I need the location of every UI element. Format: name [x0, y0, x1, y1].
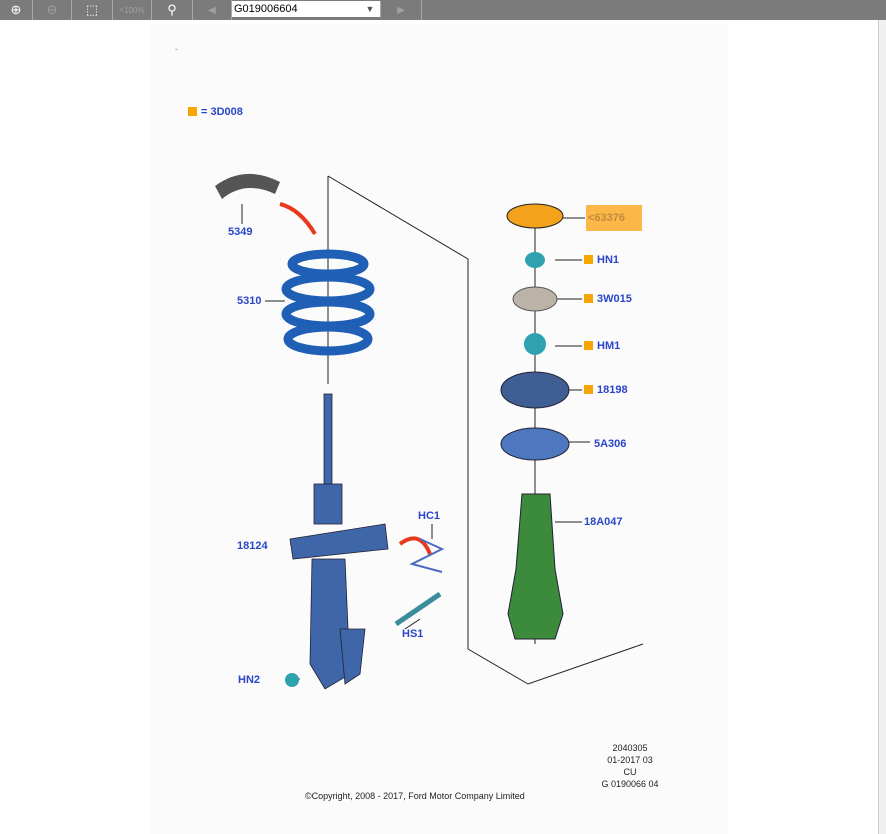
copyright-text: ©Copyright, 2008 - 2017, Ford Motor Comp… [305, 791, 525, 801]
arrow-icon [279, 202, 317, 236]
nut-hm1 [524, 333, 546, 355]
callout-hm1[interactable]: HM1 [584, 340, 620, 352]
chevron-down-icon: ▼ [365, 4, 375, 14]
callout-18124[interactable]: 18124 [237, 540, 268, 552]
bolt-hs1 [394, 591, 442, 627]
zoom-area-icon: ⬚ [85, 2, 99, 17]
clip-hc1 [409, 538, 445, 573]
drawing-date: 01-2017 03 [607, 755, 653, 765]
legend-marker [188, 107, 197, 116]
callout-label: 3W015 [597, 293, 632, 305]
callout-5349[interactable]: 5349 [228, 226, 253, 238]
next-button[interactable]: ▶ [381, 0, 422, 20]
chevron-left-icon: ◀ [208, 4, 216, 16]
nut-hn1 [525, 252, 545, 268]
drawing-number: 2040305 [612, 743, 648, 753]
strut-damper-18124 [289, 393, 389, 690]
callout-marker [584, 385, 593, 394]
toolbar: ⊕ ⊖ ⬚ ⌕100% ⚲ ◀ ▼ ▶ [0, 0, 886, 20]
callout-hn1[interactable]: HN1 [584, 254, 619, 266]
callout-5a306[interactable]: 5A306 [594, 438, 627, 450]
strut-illustration [215, 173, 644, 690]
zoom-in-icon: ⊕ [10, 2, 22, 17]
drawing-info: 2040305 01-2017 03 CU G 0190066 04 [590, 742, 670, 790]
legend: = 3D008 [188, 106, 243, 118]
callout-5310[interactable]: 5310 [237, 295, 262, 307]
callout-3w015[interactable]: 3W015 [584, 293, 632, 305]
dash-mark: - [175, 44, 178, 54]
zoom-area-button[interactable]: ⬚ [72, 0, 113, 20]
search-icon: ⚲ [167, 2, 177, 17]
callout-label: 18198 [597, 384, 628, 396]
zoom-out-icon: ⊖ [46, 2, 58, 17]
coil-spring-5310 [281, 249, 375, 356]
illustration-panel: - = 3D008 5349 5310 18124 HC1 HS1 HN2 <6… [150, 24, 728, 834]
previous-button[interactable]: ◀ [193, 0, 232, 20]
drawing-id: G 0190066 04 [601, 779, 659, 789]
bearing-3w015 [512, 286, 558, 312]
chevron-right-icon: ▶ [397, 4, 405, 16]
search-button[interactable]: ⚲ [152, 0, 193, 20]
cap-63376 [506, 203, 564, 229]
callout-marker [584, 294, 593, 303]
vertical-scrollbar[interactable] [878, 20, 886, 834]
mount-18198 [500, 371, 570, 409]
callout-hc1[interactable]: HC1 [418, 510, 441, 522]
arrow-icon [398, 536, 432, 555]
callout-label: HN1 [597, 254, 620, 266]
zoom-100-icon: ⌕ [119, 5, 124, 14]
boot-18a047 [507, 493, 564, 640]
zoom-out-button[interactable]: ⊖ [33, 0, 72, 20]
callout-marker [584, 341, 593, 350]
nut-hn2 [285, 673, 299, 687]
spring-seat-5349 [215, 173, 280, 199]
callout-18198[interactable]: 18198 [584, 384, 628, 396]
zoom-100-button[interactable]: ⌕100% [113, 0, 152, 20]
zoom-in-button[interactable]: ⊕ [0, 0, 33, 20]
legend-label: = 3D008 [201, 106, 243, 118]
callout-hs1[interactable]: HS1 [402, 628, 424, 640]
document-id-input[interactable] [232, 1, 360, 17]
drawing-code: CU [623, 767, 637, 777]
callout-63376[interactable]: <63376 [586, 205, 642, 231]
callout-label: HM1 [597, 340, 621, 352]
document-dropdown-button[interactable]: ▼ [360, 1, 381, 17]
callout-18a047[interactable]: 18A047 [584, 516, 623, 528]
callout-hn2[interactable]: HN2 [238, 674, 261, 686]
seat-5a306 [500, 427, 570, 461]
zoom-100-label: 100% [124, 5, 145, 15]
callout-marker [584, 255, 593, 264]
